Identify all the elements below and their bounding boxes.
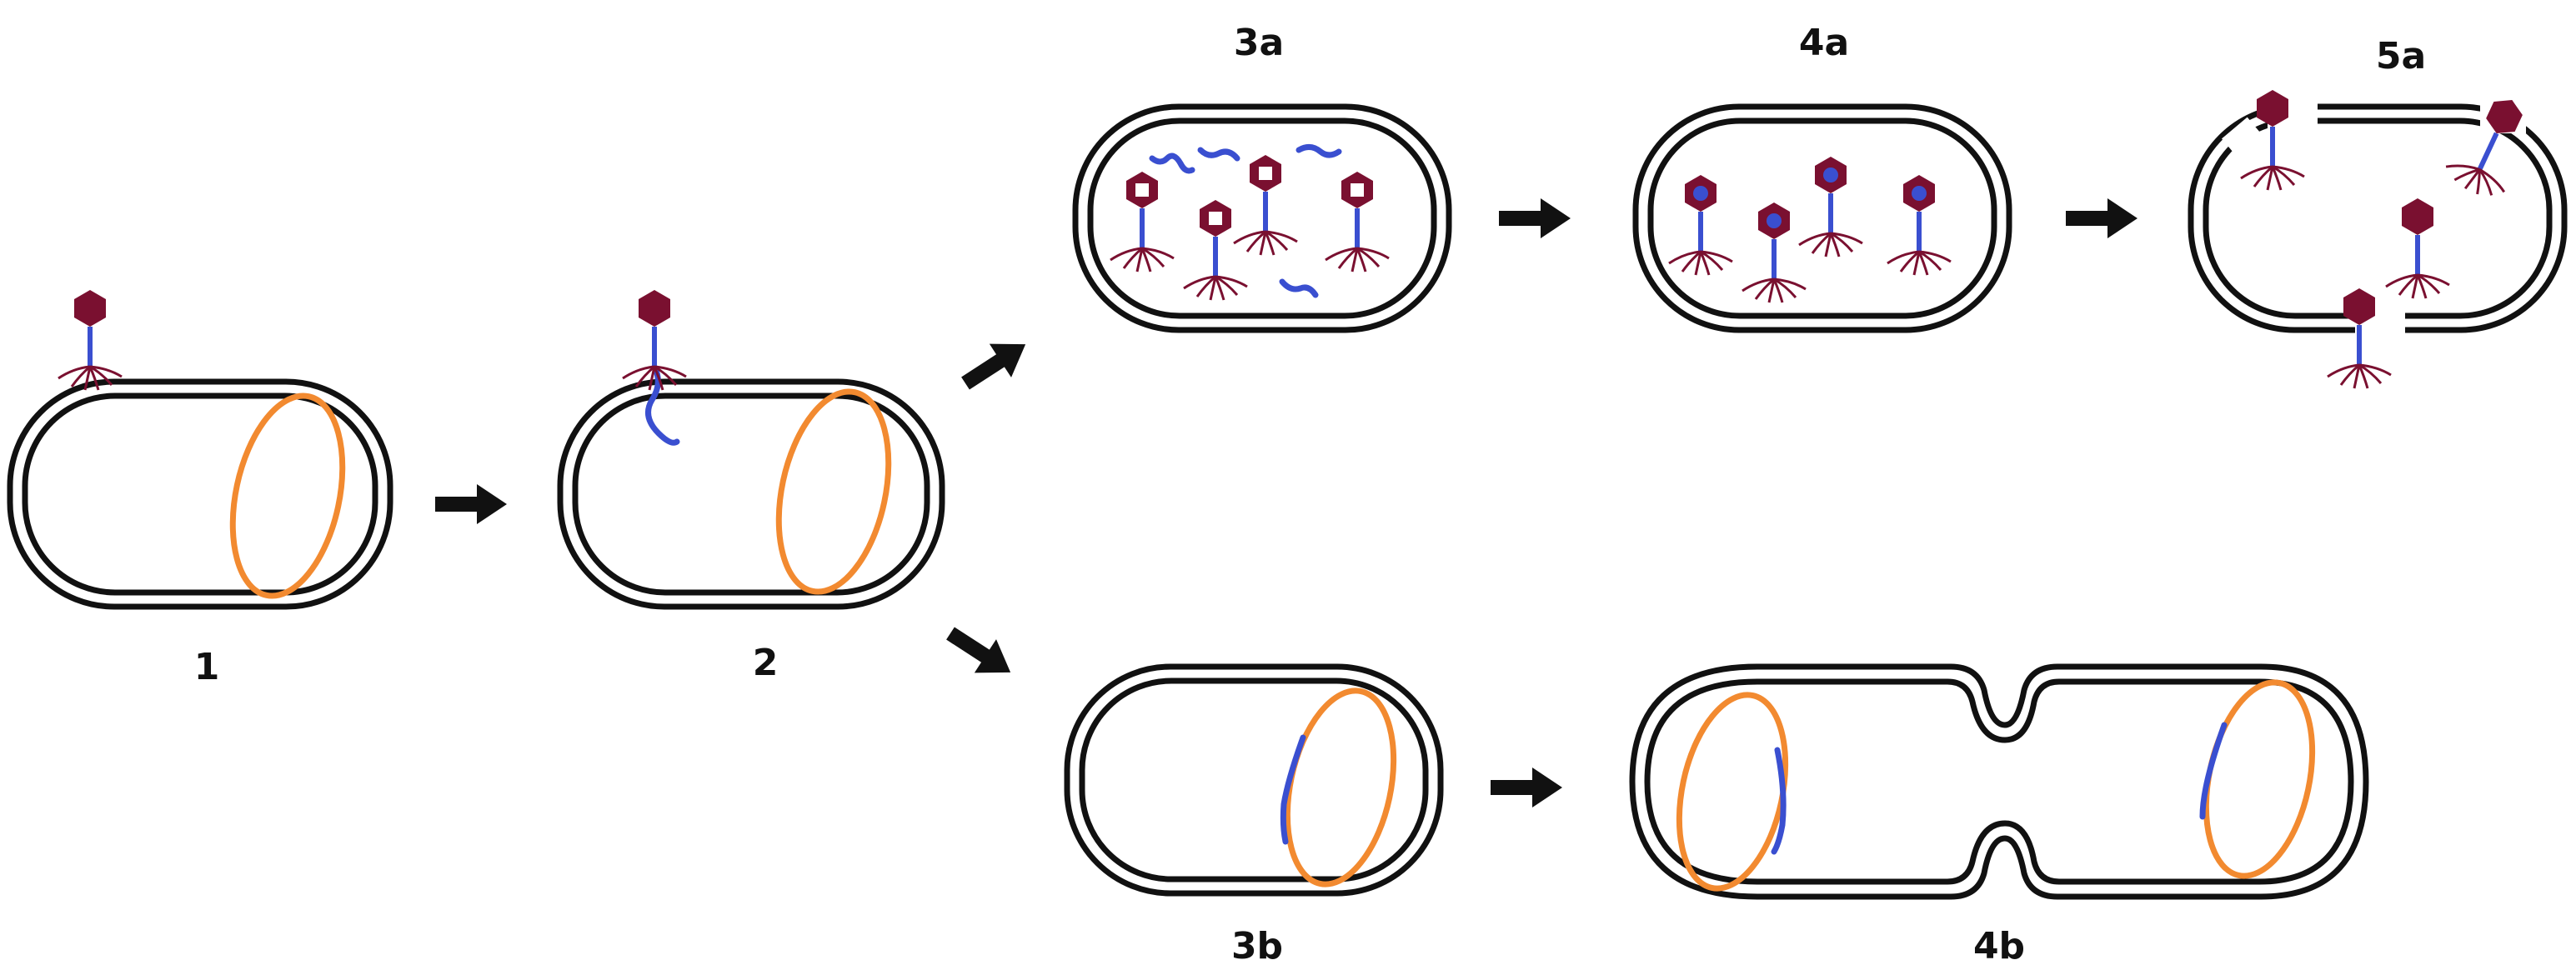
phage-icon — [1326, 172, 1389, 272]
arrow-down-right-icon — [939, 616, 1022, 689]
phage-icon — [58, 290, 122, 390]
host-chromosome — [775, 388, 892, 595]
label-step-4b: 4b — [1973, 925, 2025, 968]
phage-icon — [1234, 155, 1297, 255]
arrow-up-right-icon — [954, 328, 1037, 401]
phage-icon — [1799, 157, 1862, 257]
stage-1-cell — [7, 378, 393, 610]
label-step-1: 1 — [194, 646, 220, 688]
label-step-3b: 3b — [1231, 925, 1283, 968]
label-step-2: 2 — [753, 642, 779, 684]
arrow-right-icon — [1491, 768, 1562, 808]
phage-dna-fragment — [1149, 152, 1195, 174]
stage-4b-dividing-cell — [1629, 663, 2369, 900]
label-step-3a: 3a — [1234, 22, 1284, 64]
phage-icon — [1669, 175, 1732, 275]
label-step-4a: 4a — [1799, 22, 1849, 64]
stage-3a-cell — [1072, 103, 1452, 333]
phage-dna-fragment — [1197, 147, 1240, 162]
arrow-right-icon — [1499, 198, 1571, 238]
stage-2-cell — [557, 363, 945, 610]
phage-icon — [1887, 175, 1951, 275]
stage-4a-cell — [1632, 103, 2012, 333]
phage-icon — [1110, 172, 1174, 272]
phage-icon — [1742, 202, 1806, 302]
arrow-right-icon — [2066, 198, 2137, 238]
phage-dna-fragment — [1279, 278, 1319, 298]
phage-icon — [2386, 198, 2449, 298]
stage-3b-cell — [1064, 663, 1444, 897]
host-chromosome — [229, 392, 346, 599]
phage-dna-fragment — [1296, 144, 1342, 158]
label-step-5a: 5a — [2376, 35, 2426, 78]
integrated-prophage — [1771, 747, 1787, 855]
arrow-right-icon — [435, 484, 507, 524]
integrated-prophage — [2199, 722, 2228, 820]
stage-5a-lysed-cell — [2188, 92, 2568, 342]
injected-phage-dna — [645, 363, 680, 446]
phage-icon — [1184, 200, 1247, 300]
integrated-prophage — [1280, 734, 1306, 845]
